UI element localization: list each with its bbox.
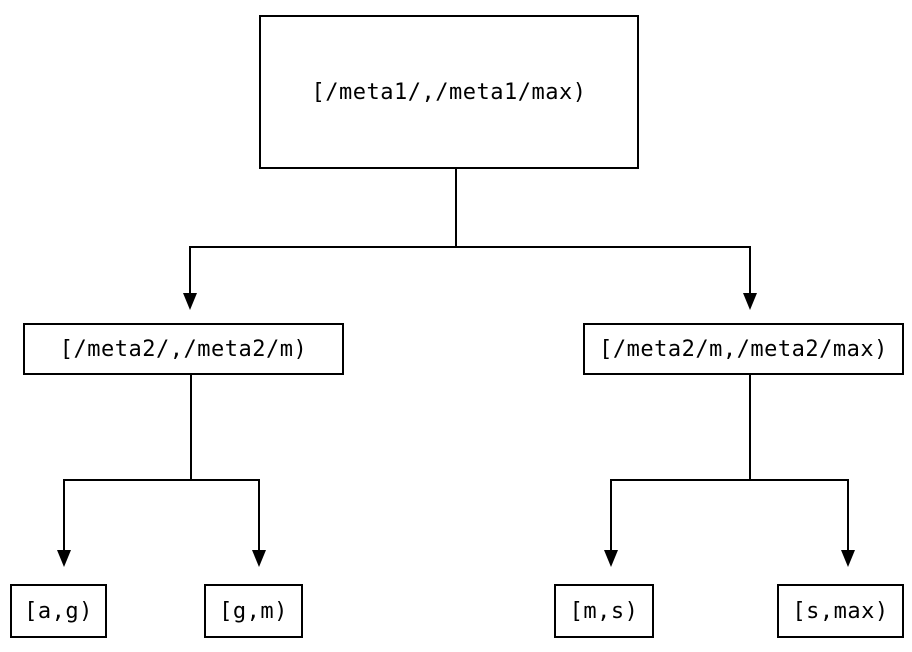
arrow-down-icon [183, 293, 197, 310]
node-label: [m,s) [569, 598, 639, 624]
tree-node-root: [/meta1/,/meta1/max) [259, 15, 639, 169]
node-label: [a,g) [24, 598, 93, 624]
tree-node-leaf-ag: [a,g) [10, 584, 107, 638]
tree-node-right-branch: [/meta2/m,/meta2/max) [583, 323, 904, 375]
node-label: [/meta2/,/meta2/m) [59, 336, 308, 362]
node-label: [/meta1/,/meta1/max) [311, 79, 587, 105]
arrow-down-icon [604, 550, 618, 567]
tree-node-leaf-smax: [s,max) [777, 584, 904, 638]
arrow-down-icon [57, 550, 71, 567]
tree-node-leaf-ms: [m,s) [554, 584, 654, 638]
arrow-down-icon [743, 293, 757, 310]
node-label: [/meta2/m,/meta2/max) [599, 336, 888, 362]
tree-node-left-branch: [/meta2/,/meta2/m) [23, 323, 344, 375]
node-label: [s,max) [792, 598, 889, 624]
tree-node-leaf-gm: [g,m) [204, 584, 303, 638]
arrow-down-icon [252, 550, 266, 567]
arrow-down-icon [841, 550, 855, 567]
node-label: [g,m) [219, 598, 288, 624]
